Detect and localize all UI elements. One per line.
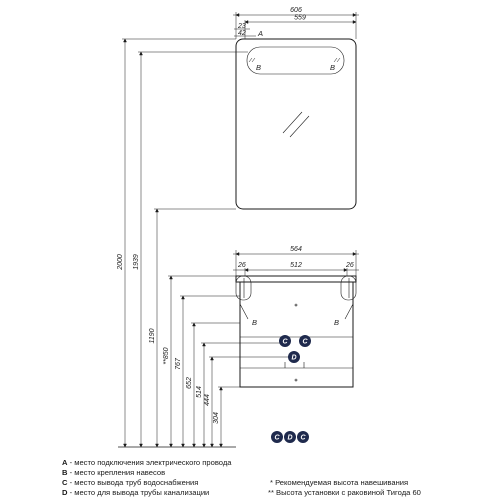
badge-d: D <box>288 351 300 363</box>
cabinet-top-dimensions <box>233 250 359 276</box>
cabinet-basin-right <box>340 275 357 301</box>
mirror-top-dimensions <box>233 12 359 39</box>
badge-c-floor-left: C <box>271 431 283 443</box>
badge-d-floor: D <box>284 431 296 443</box>
dim-height-304: 304 <box>213 412 220 424</box>
svg-text:C: C <box>300 435 306 442</box>
dim-height-850: **850 <box>163 347 170 364</box>
dim-cabinet-edge-right: 26 <box>345 262 354 269</box>
legend-key-b: B <box>62 468 68 477</box>
legend-key-a: A <box>62 458 68 467</box>
height-dimensions <box>118 38 290 448</box>
dim-height-2000: 2000 <box>117 254 124 271</box>
badge-c-floor-right: C <box>297 431 309 443</box>
legend-item-b: B - место крепления навесов <box>62 468 165 478</box>
dim-mirror-inner-width: 559 <box>294 15 306 22</box>
dim-height-444: 444 <box>204 394 211 406</box>
legend-text-c: - место вывода труб водоснабжения <box>67 478 199 487</box>
svg-text:C: C <box>282 339 288 346</box>
dim-height-1190: 1190 <box>149 328 156 343</box>
svg-text:C: C <box>274 435 280 442</box>
legend-key-d: D <box>62 488 68 497</box>
dim-height-514: 514 <box>196 386 203 398</box>
dim-offset-42: 42 <box>238 30 246 37</box>
marker-b-cabinet-left: B <box>252 318 257 327</box>
mirror-lamp <box>246 46 345 75</box>
svg-text:D: D <box>291 355 296 362</box>
mirror-frame <box>235 38 357 210</box>
mirror-glare <box>289 115 310 138</box>
dim-height-652: 652 <box>186 377 193 389</box>
dim-offset-23: 23 <box>237 23 246 30</box>
legend-note-install-height: ** Высота установки с раковиной Тигода 6… <box>268 488 421 497</box>
marker-a: A <box>257 29 263 38</box>
mirror <box>235 38 357 210</box>
legend-text-d: - место для вывода трубы канализации <box>67 488 210 497</box>
cabinet-basin-left <box>235 275 252 301</box>
legend-text-a: - место подключения электрического прово… <box>67 458 232 467</box>
legend-note-recommended-height: * Рекомендуемая высота навешивания <box>270 478 409 487</box>
dim-cabinet-width: 564 <box>290 246 302 253</box>
dim-cabinet-edge-left: 26 <box>237 262 246 269</box>
cabinet-top <box>235 275 357 283</box>
dim-mirror-width: 606 <box>290 7 302 14</box>
mirror-glare <box>282 111 303 134</box>
dim-cabinet-inner-width: 512 <box>290 262 302 269</box>
dim-height-1939: 1939 <box>133 254 140 270</box>
dim-height-767: 767 <box>175 357 182 370</box>
legend-item-c: C - место вывода труб водоснабжения <box>62 478 198 488</box>
legend-key-c: C <box>62 478 68 487</box>
cabinet-body <box>239 281 354 388</box>
badge-c-right: C <box>299 335 311 347</box>
svg-text:C: C <box>302 339 308 346</box>
marker-b-mirror-left: B <box>256 63 261 72</box>
legend-item-a: A - место подключения электрического про… <box>62 458 231 468</box>
cabinet <box>235 275 357 388</box>
legend-text-b: - место крепления навесов <box>67 468 166 477</box>
marker-b-cabinet-right: B <box>334 318 339 327</box>
marker-b-mirror-right: B <box>330 63 335 72</box>
legend-item-d: D - место для вывода трубы канализации <box>62 488 209 498</box>
svg-text:D: D <box>287 435 292 442</box>
badge-c-left: C <box>279 335 291 347</box>
